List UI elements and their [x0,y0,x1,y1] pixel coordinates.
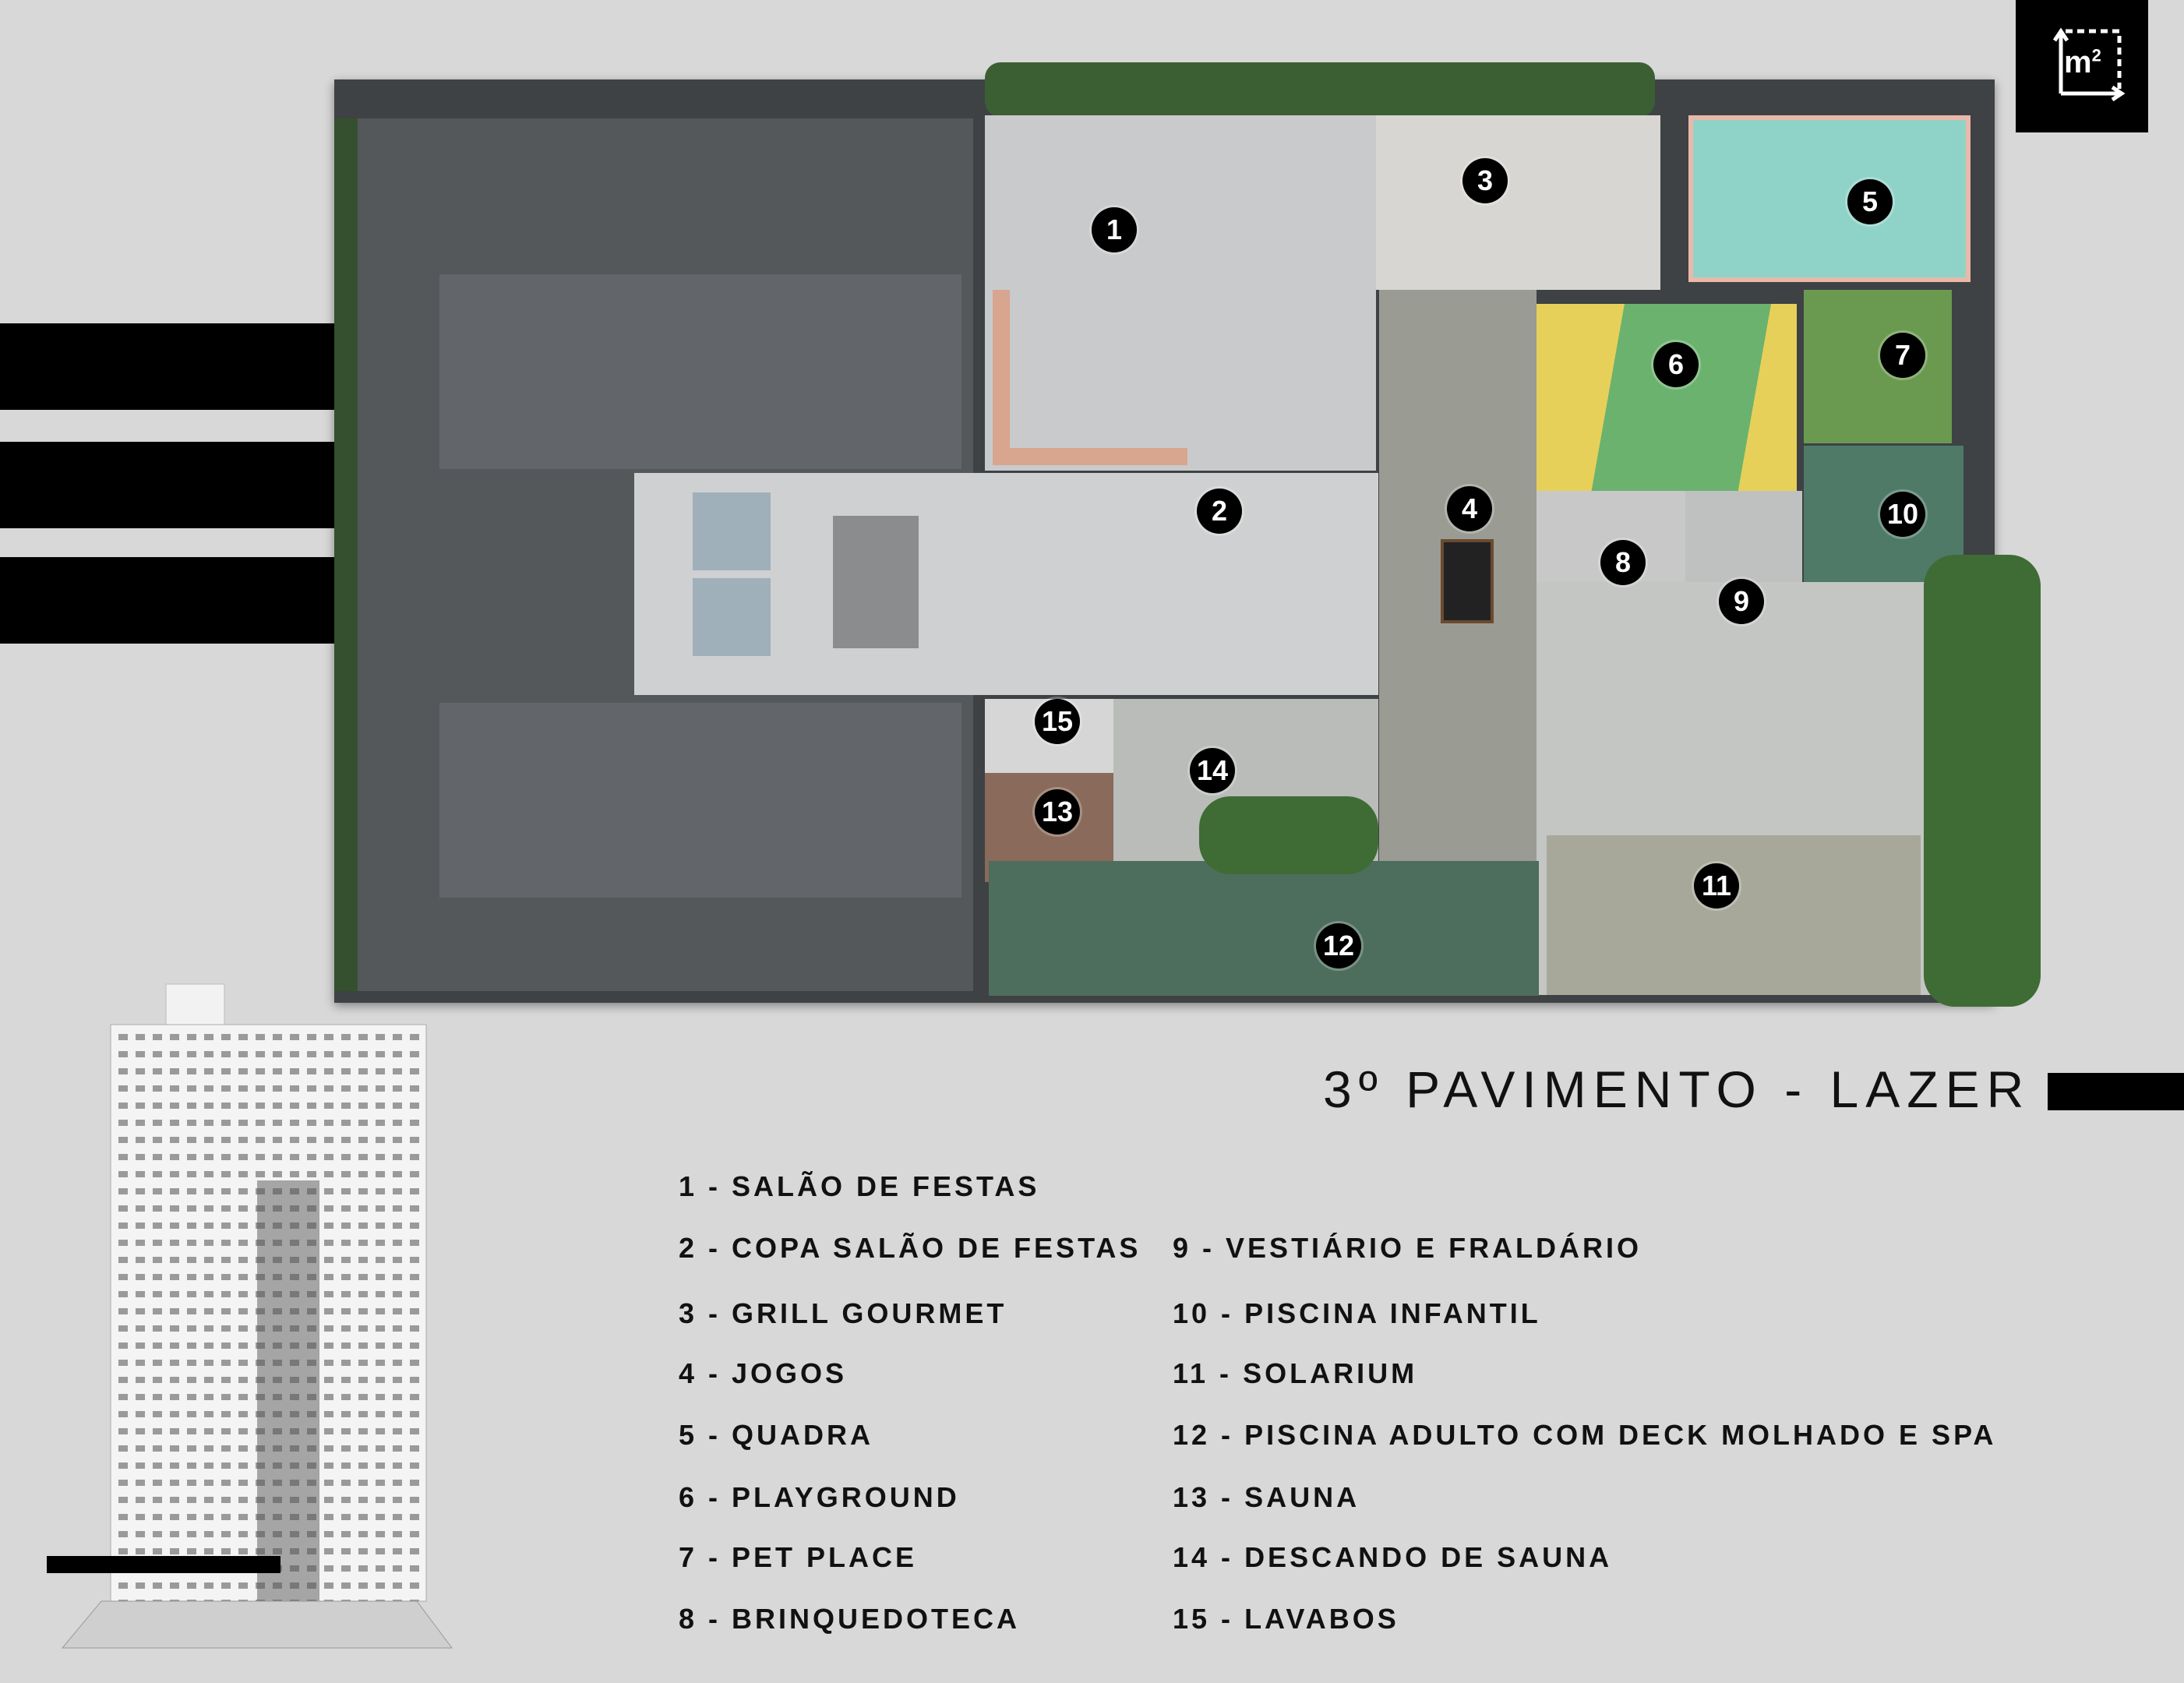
legend-label: DESCANDO DE SAUNA [1244,1541,1613,1573]
legend-num: 5 - [679,1419,722,1451]
building-elevation [47,983,453,1649]
marker-15[interactable]: 15 [1035,699,1080,744]
marker-9[interactable]: 9 [1719,579,1764,624]
marker-6[interactable]: 6 [1653,342,1699,387]
title-bar [2048,1073,2184,1110]
marker-5[interactable]: 5 [1847,179,1893,224]
legend-label: LAVABOS [1244,1603,1399,1635]
legend-label: PET PLACE [732,1541,918,1573]
apartment-unit [439,703,961,898]
playground-area [1537,304,1797,491]
decor-bar-1 [0,323,334,410]
legend-label: SOLARIUM [1243,1357,1418,1389]
legend-item-4: 4 - JOGOS [679,1357,847,1390]
marker-11[interactable]: 11 [1694,863,1739,909]
legend-num: 3 - [679,1297,722,1329]
marker-8[interactable]: 8 [1600,540,1646,585]
legend-label: BRINQUEDOTECA [732,1603,1021,1635]
legend-label: SALÃO DE FESTAS [732,1170,1040,1202]
right-vegetation [1924,555,2041,1007]
logo-text: m2 [2064,45,2101,79]
legend-num: 1 - [679,1170,722,1202]
marker-14[interactable]: 14 [1190,748,1235,793]
pool-vegetation [1199,796,1378,874]
legend-num: 4 - [679,1357,722,1389]
apartment-unit [439,274,961,469]
legend-item-12: 12 - PISCINA ADULTO COM DECK MOLHADO E S… [1173,1419,1996,1452]
legend-item-6: 6 - PLAYGROUND [679,1481,960,1514]
m2-logo: m2 [2016,0,2148,132]
marker-2[interactable]: 2 [1197,489,1242,534]
legend-item-2: 2 - COPA SALÃO DE FESTAS [679,1232,1141,1265]
legend-num: 13 - [1173,1481,1234,1513]
marker-3[interactable]: 3 [1462,158,1508,203]
legend-num: 10 - [1173,1297,1234,1329]
legend-num: 2 - [679,1232,722,1264]
legend-label: SAUNA [1244,1481,1360,1513]
pool-table [1441,539,1494,623]
quadra-area [1688,115,1971,282]
legend-item-8: 8 - BRINQUEDOTECA [679,1603,1020,1635]
legend-item-1: 1 - SALÃO DE FESTAS [679,1170,1039,1203]
legend-label: COPA SALÃO DE FESTAS [732,1232,1141,1264]
legend-item-10: 10 - PISCINA INFANTIL [1173,1297,1541,1330]
marker-10[interactable]: 10 [1880,492,1925,537]
legend-item-5: 5 - QUADRA [679,1419,873,1452]
page-title: 3º PAVIMENTO - LAZER [1323,1060,2031,1118]
pet-place-area [1804,290,1952,443]
area-measure-icon [2052,27,2126,102]
legend-item-13: 13 - SAUNA [1173,1481,1360,1514]
legend-item-15: 15 - LAVABOS [1173,1603,1399,1635]
marker-1[interactable]: 1 [1092,207,1137,252]
top-vegetation [985,62,1655,117]
legend-num: 7 - [679,1541,722,1573]
salao-sofa [993,290,1187,465]
piscina-adulto-area [989,861,1539,996]
legend-label: PISCINA INFANTIL [1244,1297,1541,1329]
grill-gourmet-area [1376,115,1660,290]
legend-label: VESTIÁRIO E FRALDÁRIO [1226,1232,1642,1264]
floor-plan [334,62,2041,1007]
elevator-shaft [693,492,771,570]
legend-num: 9 - [1173,1232,1215,1264]
decor-bar-3 [0,557,334,644]
legend-label: JOGOS [732,1357,848,1389]
decor-bar-2 [0,442,334,528]
legend-num: 14 - [1173,1541,1234,1573]
marker-7[interactable]: 7 [1880,333,1925,378]
solarium-deck [1547,835,1921,995]
legend-item-14: 14 - DESCANDO DE SAUNA [1173,1541,1612,1574]
legend-num: 8 - [679,1603,722,1635]
marker-13[interactable]: 13 [1035,789,1080,834]
legend-label: PISCINA ADULTO COM DECK MOLHADO E SPA [1244,1419,1997,1451]
left-vegetation [334,118,358,991]
legend-num: 6 - [679,1481,722,1513]
marker-12[interactable]: 12 [1316,923,1361,969]
marker-4[interactable]: 4 [1447,486,1492,531]
elevator-shaft [693,578,771,656]
legend-label: QUADRA [732,1419,874,1451]
stairs [833,516,919,648]
legend-num: 12 - [1173,1419,1234,1451]
legend-num: 15 - [1173,1603,1234,1635]
legend-item-9: 9 - VESTIÁRIO E FRALDÁRIO [1173,1232,1642,1265]
salao-de-festas-area [985,115,1376,471]
legend-label: GRILL GOURMET [732,1297,1007,1329]
legend-item-3: 3 - GRILL GOURMET [679,1297,1007,1330]
legend-num: 11 - [1173,1357,1233,1389]
legend-item-11: 11 - SOLARIUM [1173,1357,1417,1390]
legend-item-7: 7 - PET PLACE [679,1541,917,1574]
legend-label: PLAYGROUND [732,1481,960,1513]
